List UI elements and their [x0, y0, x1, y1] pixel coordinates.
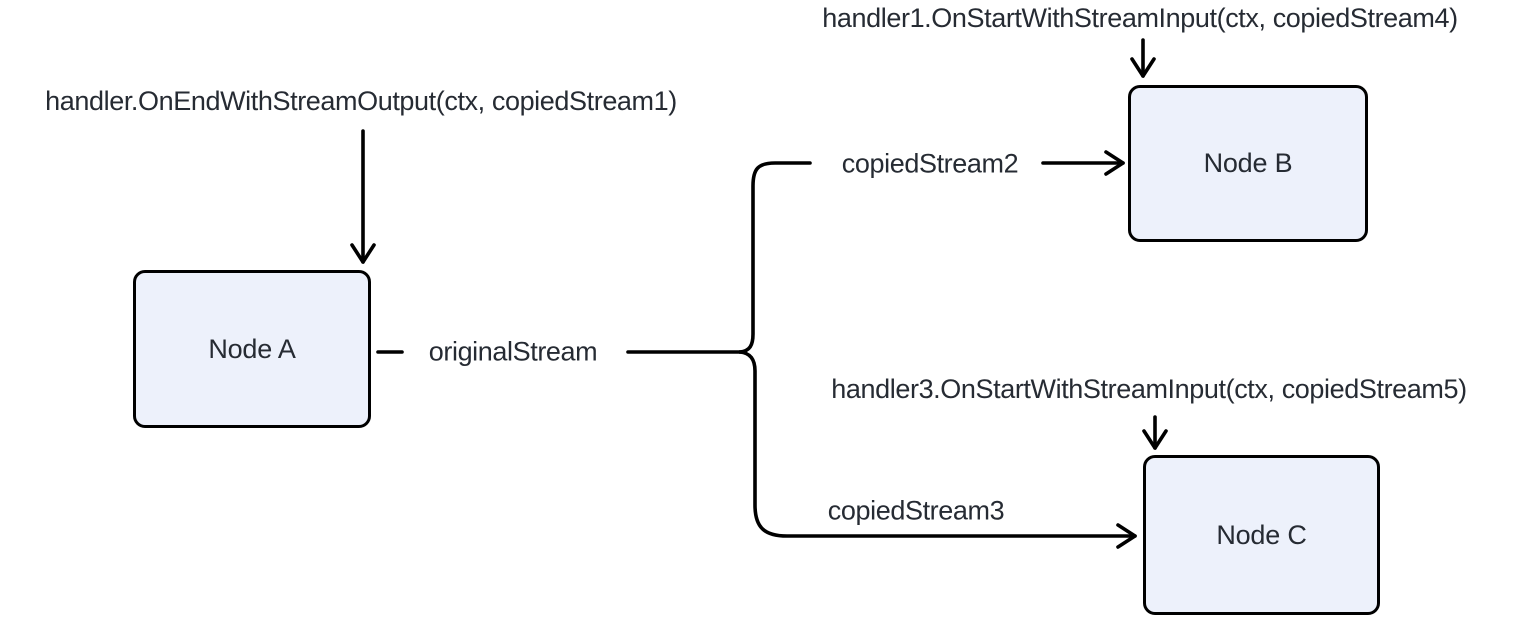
node-c: Node C — [1143, 455, 1380, 615]
node-b-label: Node B — [1203, 148, 1293, 178]
node-a: Node A — [133, 270, 371, 428]
node-b: Node B — [1128, 85, 1368, 242]
label-handler3-start-input: handler3.OnStartWithStreamInput(ctx, cop… — [831, 374, 1467, 404]
node-a-label: Node A — [208, 333, 296, 364]
edge-fork-upper-branch — [738, 161, 812, 354]
node-c-label: Node C — [1216, 519, 1307, 550]
arrow-fork-lower-branch-to-node-c — [738, 350, 1137, 549]
label-handler-end-output: handler.OnEndWithStreamOutput(ctx, copie… — [45, 86, 677, 116]
label-copied-stream2: copiedStream2 — [841, 148, 1019, 179]
label-handler1-start-input: handler1.OnStartWithStreamInput(ctx, cop… — [822, 3, 1458, 33]
label-original-stream: originalStream — [428, 336, 598, 367]
label-copied-stream3: copiedStream3 — [827, 495, 1005, 526]
